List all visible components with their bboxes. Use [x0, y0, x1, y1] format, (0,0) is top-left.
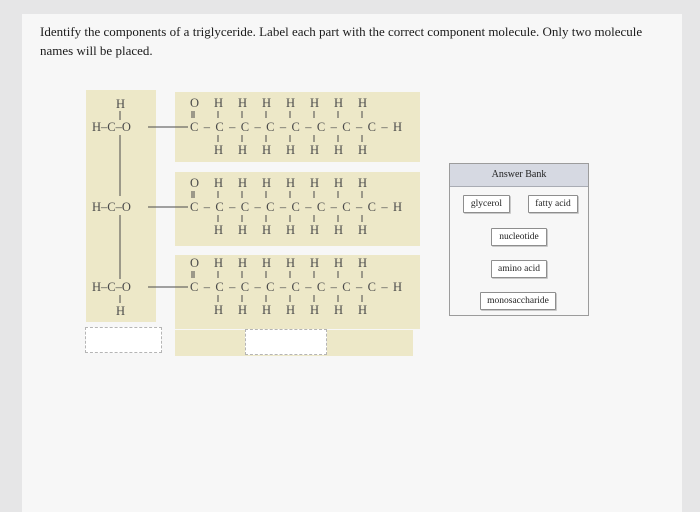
answer-bank: Answer Bank glycerol fatty acid nucleoti… — [449, 163, 589, 316]
glycerol-drop-zone[interactable] — [85, 327, 162, 353]
answer-chip-glycerol[interactable]: glycerol — [463, 195, 510, 213]
glycerol-backbone-band — [86, 90, 156, 322]
answer-chip-amino-acid[interactable]: amino acid — [491, 260, 547, 278]
fatty-acid-band-3 — [175, 255, 420, 329]
fatty-acid-drop-zone[interactable] — [245, 329, 327, 355]
answer-chip-fatty-acid[interactable]: fatty acid — [528, 195, 578, 213]
answer-bank-title: Answer Bank — [450, 164, 588, 187]
question-text: Identify the components of a triglycerid… — [40, 24, 643, 58]
answer-chip-monosaccharide[interactable]: monosaccharide — [480, 292, 556, 310]
answer-chip-nucleotide[interactable]: nucleotide — [491, 228, 547, 246]
fatty-acid-band-2 — [175, 172, 420, 246]
fatty-acid-band-1 — [175, 92, 420, 162]
